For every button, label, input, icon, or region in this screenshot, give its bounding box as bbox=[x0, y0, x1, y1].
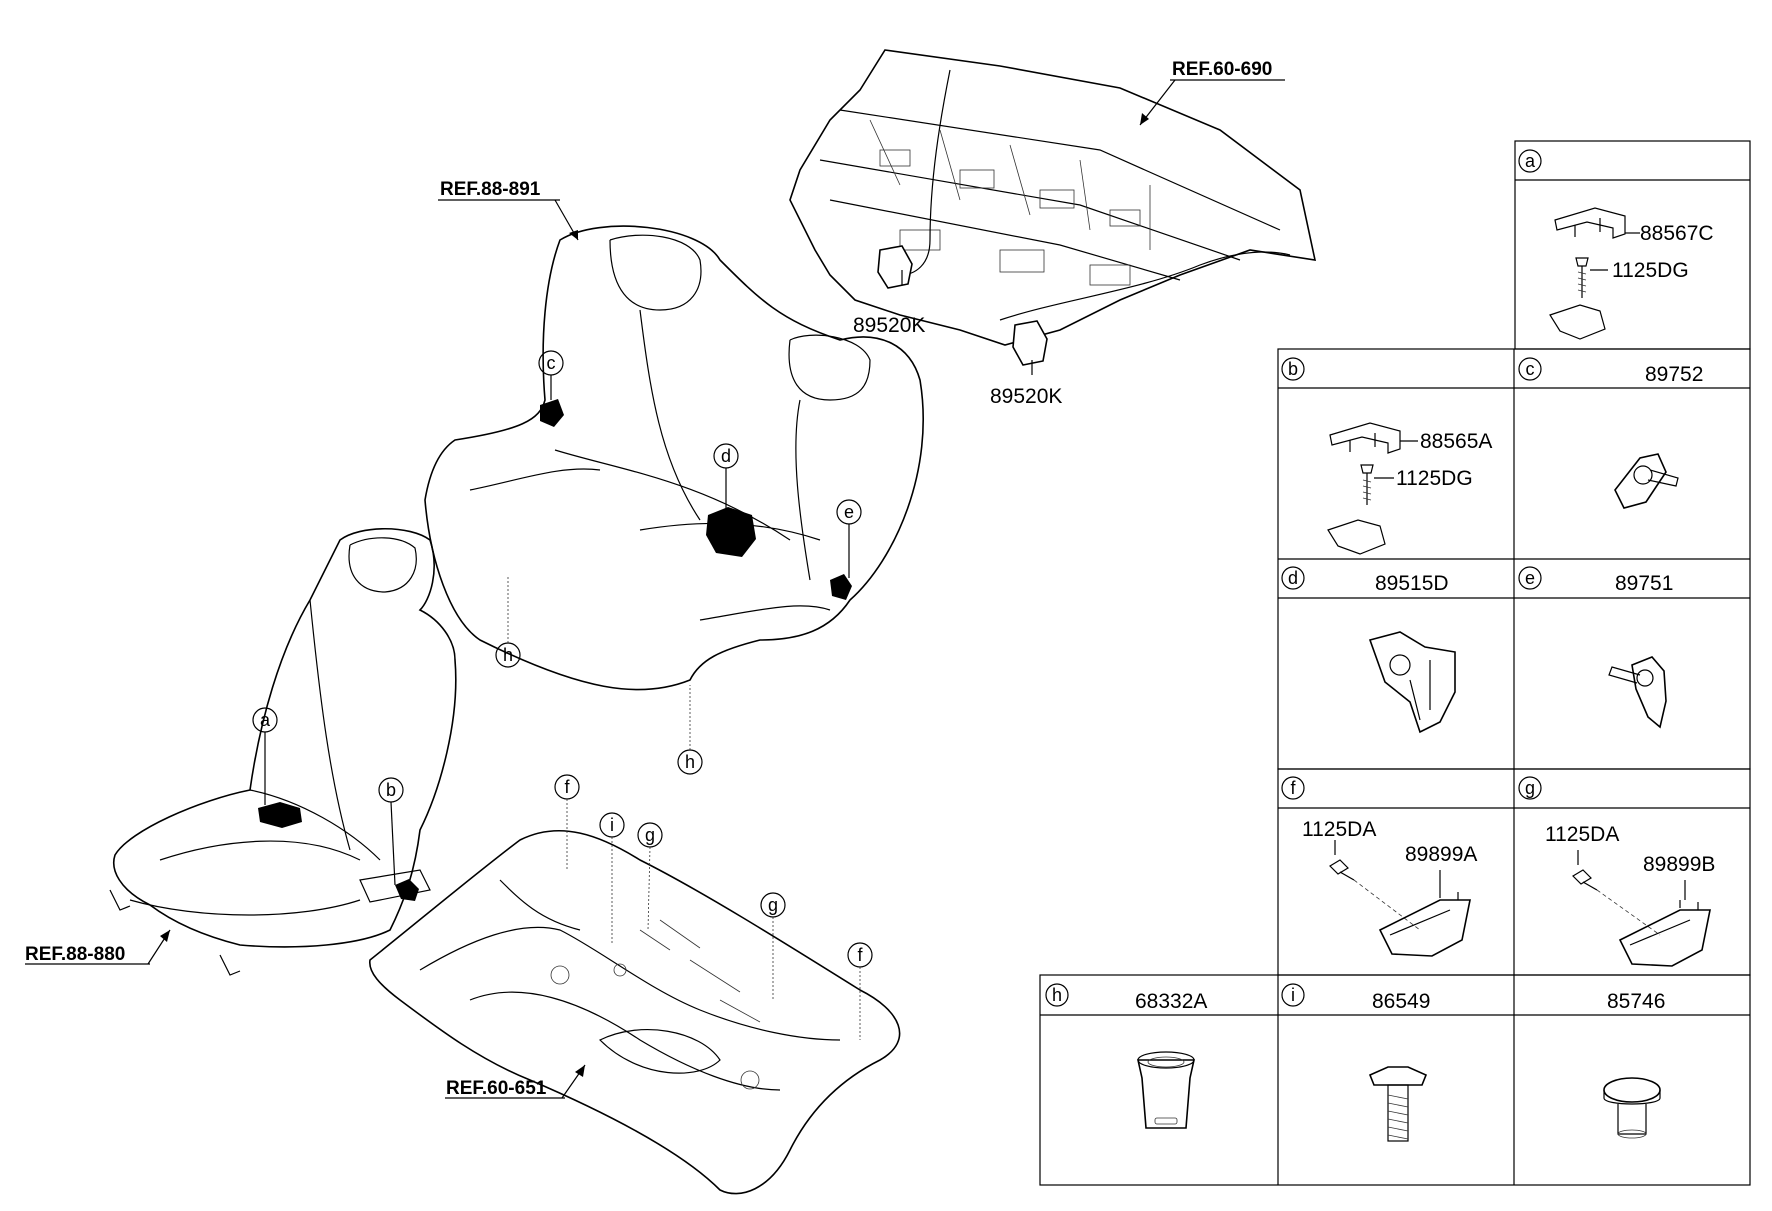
clip-88565a-icon bbox=[1329, 422, 1401, 454]
rear-parcel-shelf bbox=[789, 49, 1317, 366]
cell-f-part1: 1125DA bbox=[1302, 818, 1376, 841]
cell-g-circle bbox=[1518, 776, 1542, 800]
cell-a-letter: a bbox=[1525, 151, 1536, 171]
cell-d-title: 89515D bbox=[1375, 572, 1449, 595]
callout-f-floor-left bbox=[554, 774, 580, 870]
cell-a-circle bbox=[1518, 149, 1542, 173]
callout-c-rear-seat bbox=[538, 350, 564, 400]
cell-f-part2: 89899A bbox=[1405, 843, 1477, 866]
leader-g-dashed bbox=[1596, 889, 1661, 936]
callout-d-rear-seat bbox=[713, 443, 739, 510]
bracket-89899b-icon bbox=[1618, 900, 1711, 967]
cell-g-part1: 1125DA bbox=[1545, 823, 1619, 846]
cell-e-title: 89751 bbox=[1615, 572, 1673, 595]
cell-d-circle bbox=[1281, 566, 1305, 590]
callout-e-rear-seat-letter: e bbox=[844, 502, 854, 522]
callout-d-rear-seat-letter: d bbox=[721, 446, 731, 466]
callout-h-rear-seat-left bbox=[495, 575, 521, 668]
callout-f-floor-right-letter: f bbox=[857, 945, 863, 965]
cell-d-letter: d bbox=[1288, 568, 1298, 588]
callout-a-front-seat bbox=[252, 707, 278, 805]
parts-table-grid bbox=[1039, 140, 1751, 1186]
cell-b-part1: 88565A bbox=[1420, 430, 1492, 453]
leader-f-dashed bbox=[1353, 879, 1421, 931]
callout-h-rear-seat-right-letter: h bbox=[685, 752, 695, 772]
cell-b-circle bbox=[1281, 357, 1305, 381]
cell-i-title: 86549 bbox=[1372, 990, 1430, 1013]
cell-b-part2: 1125DG bbox=[1396, 467, 1473, 490]
cell-h-letter: h bbox=[1052, 985, 1062, 1005]
callout-h-rear-seat-left-letter: h bbox=[503, 645, 513, 665]
callout-h-rear-seat-right bbox=[677, 685, 703, 775]
cell-c-title: 89752 bbox=[1645, 363, 1703, 386]
callout-g-floor-upper bbox=[637, 822, 663, 931]
bracket-89899a-icon bbox=[1378, 890, 1471, 957]
callout-g-floor-upper-letter: g bbox=[645, 825, 655, 845]
bolt-1125da-f-icon bbox=[1329, 859, 1355, 881]
callout-b-front-seat bbox=[378, 777, 404, 886]
cell-h-title: 68332A bbox=[1135, 990, 1207, 1013]
anchor-89752-icon bbox=[1614, 453, 1679, 509]
clip-88567c-icon bbox=[1554, 207, 1626, 239]
part-label-89520k-right: 89520K bbox=[990, 385, 1062, 408]
cell-h-circle bbox=[1045, 983, 1069, 1007]
ref-floor-leader bbox=[445, 1064, 586, 1099]
cell-b-letter: b bbox=[1288, 359, 1298, 379]
anchor-89751-icon bbox=[1608, 656, 1667, 729]
callout-f-floor-left-letter: f bbox=[564, 777, 570, 797]
cell-f-letter: f bbox=[1290, 778, 1296, 798]
callout-b-front-seat-letter: b bbox=[386, 780, 396, 800]
bolt-1125dg-b-icon bbox=[1327, 464, 1386, 555]
floor-pan bbox=[369, 829, 901, 1195]
ref-rear-seat-leader bbox=[438, 199, 579, 241]
callout-i-floor bbox=[599, 812, 625, 945]
ref-rear-seat: REF.88-891 bbox=[440, 179, 541, 200]
cell-j-title: 85746 bbox=[1607, 990, 1665, 1013]
callout-c-rear-seat-letter: c bbox=[547, 353, 556, 373]
cell-f-circle bbox=[1281, 776, 1305, 800]
ref-front-seat-leader bbox=[25, 929, 171, 965]
ref-rear-shelf: REF.60-690 bbox=[1172, 59, 1272, 80]
cell-e-letter: e bbox=[1525, 568, 1535, 588]
rear-seat bbox=[424, 225, 924, 691]
cell-i-letter: i bbox=[1291, 985, 1295, 1005]
bolt-1125dg-a-icon bbox=[1549, 257, 1606, 340]
cell-a-part1: 88567C bbox=[1640, 222, 1714, 245]
callout-g-floor-lower bbox=[760, 892, 786, 1000]
cell-c-letter: c bbox=[1526, 359, 1535, 379]
cell-g-part2: 89899B bbox=[1643, 853, 1715, 876]
ref-rear-shelf-leader bbox=[1139, 79, 1285, 126]
clip-85746-icon bbox=[1603, 1077, 1661, 1139]
screw-86549-icon bbox=[1368, 1066, 1428, 1142]
callout-g-floor-lower-letter: g bbox=[768, 895, 778, 915]
callout-a-front-seat-letter: a bbox=[260, 710, 271, 730]
callout-e-rear-seat bbox=[836, 499, 862, 578]
front-seat bbox=[109, 527, 457, 976]
ref-floor: REF.60-651 bbox=[446, 1078, 547, 1099]
bolt-1125da-g-icon bbox=[1572, 869, 1598, 891]
callout-f-floor-right bbox=[847, 942, 873, 1040]
cell-c-circle bbox=[1518, 357, 1542, 381]
part-label-89520k-left: 89520K bbox=[853, 314, 925, 337]
cell-a-part2: 1125DG bbox=[1612, 259, 1689, 282]
callout-i-floor-letter: i bbox=[610, 815, 614, 835]
ref-front-seat: REF.88-880 bbox=[25, 944, 125, 965]
bracket-89515d-icon bbox=[1368, 631, 1456, 734]
grommet-68332a-icon bbox=[1137, 1051, 1195, 1129]
cell-i-circle bbox=[1281, 983, 1305, 1007]
cell-e-circle bbox=[1518, 566, 1542, 590]
cell-g-letter: g bbox=[1525, 778, 1535, 798]
